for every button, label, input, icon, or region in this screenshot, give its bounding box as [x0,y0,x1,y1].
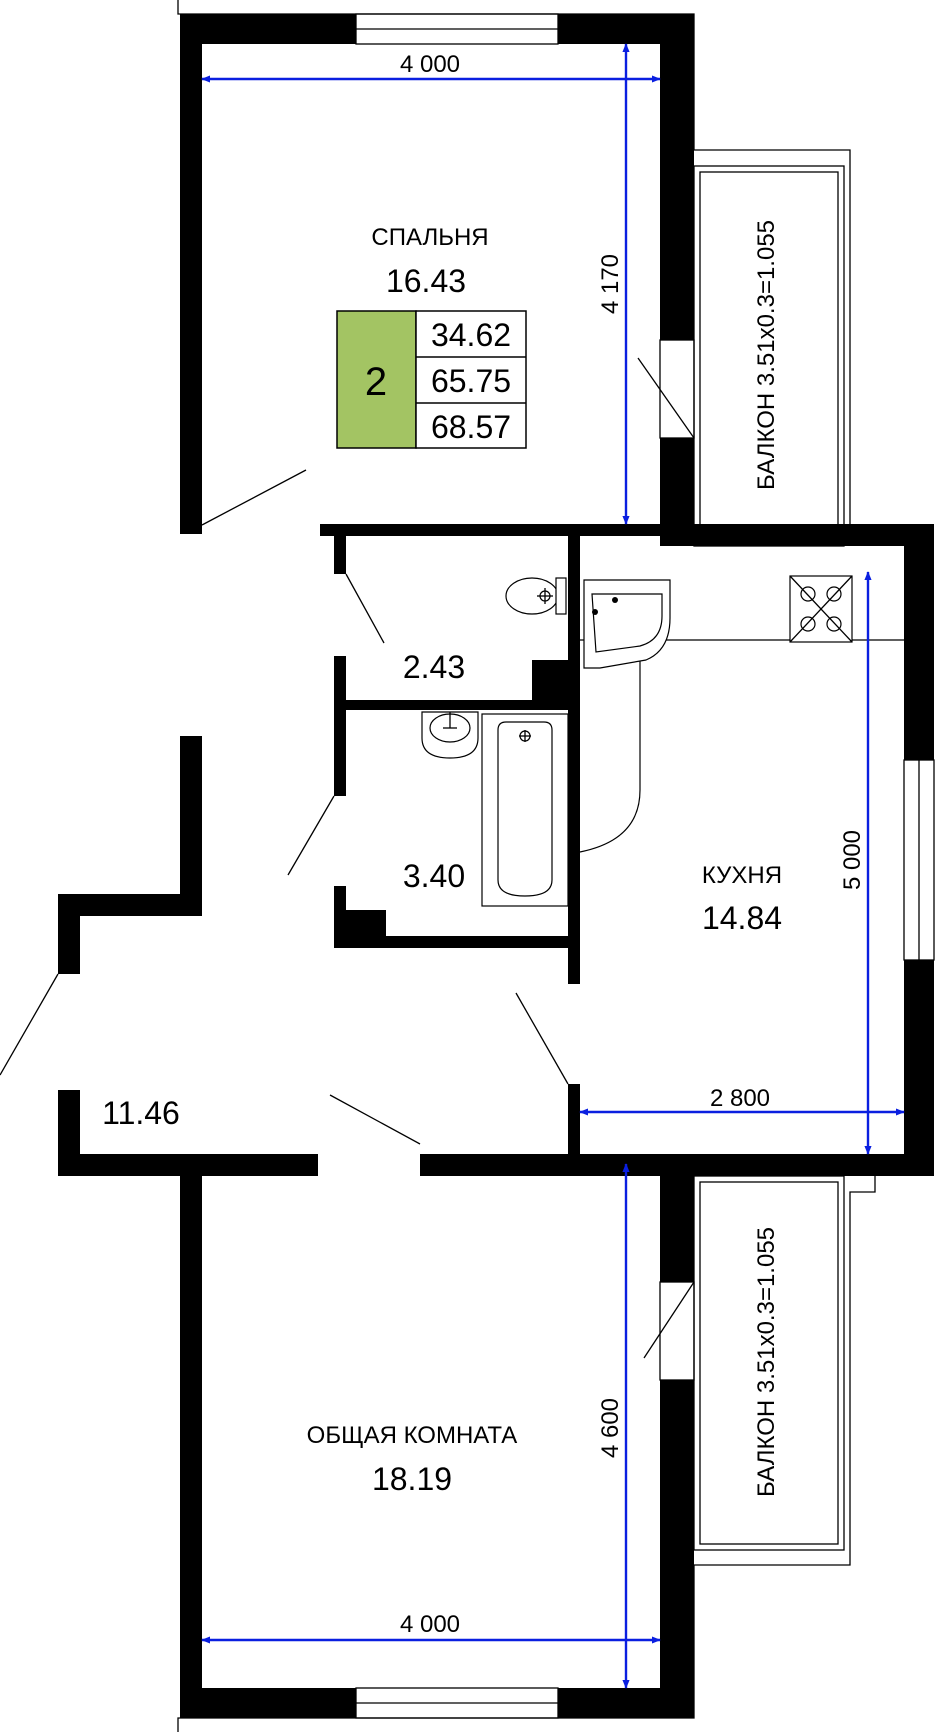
dim-bottom-width: 4 000 [400,1611,460,1638]
room-name-kitchen: КУХНЯ [702,862,782,889]
dim-living-depth: 4 600 [597,1398,624,1458]
dimension-lines [201,43,905,1689]
room-area-bathroom: 3.40 [403,858,465,894]
area-summary-badge: 2 34.62 65.75 68.57 [336,310,527,449]
kitchen-counter [579,639,904,853]
kitchen-sink-fixture [583,579,671,669]
dim-bedroom-depth: 4 170 [597,254,624,314]
room-area-living-room: 18.19 [372,1461,452,1497]
balcony-bottom-label: БАЛКОН 3.51x0.3=1.055 [753,1227,780,1497]
bathtub-fixture [481,713,569,907]
walls [58,13,935,1719]
stove-fixture [789,575,853,643]
balcony-top-label: БАЛКОН 3.51x0.3=1.055 [753,220,780,490]
sink-bathroom-fixture [421,711,479,759]
room-name-bedroom: СПАЛЬНЯ [371,224,488,251]
room-name-living-room: ОБЩАЯ КОМНАТА [307,1422,518,1449]
room-area-hallway: 11.46 [102,1095,180,1131]
dim-kitchen-length: 5 000 [839,830,866,890]
rooms-count: 2 [365,360,387,404]
room-area-kitchen: 14.84 [702,900,782,936]
total-area: 65.75 [431,363,511,399]
room-area-bedroom: 16.43 [386,263,466,299]
room-area-wc: 2.43 [403,649,465,685]
toilet-fixture [505,577,567,615]
total-area-with-balconies: 68.57 [431,409,511,445]
dim-top-width: 4 000 [400,51,460,78]
door-swings [0,357,695,1359]
rooms-count-badge [336,310,417,449]
dim-kitchen-width: 2 800 [710,1085,770,1112]
living-area: 34.62 [431,317,511,353]
